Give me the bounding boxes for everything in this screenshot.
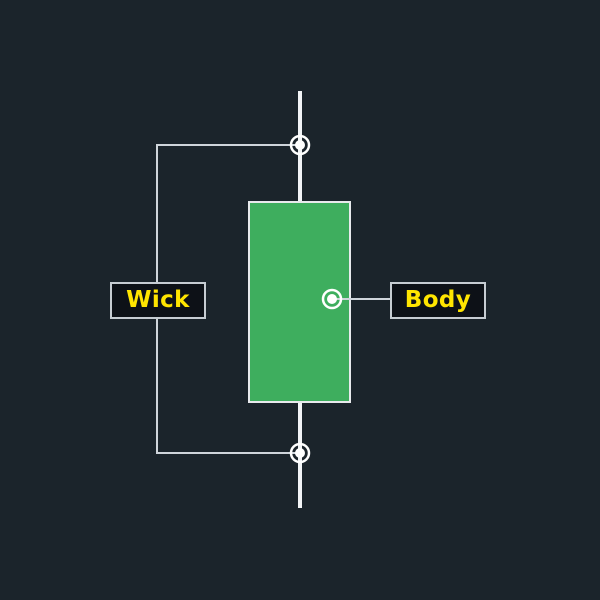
wick-callout-label: Wick <box>110 282 206 319</box>
body-label-text: Body <box>404 287 472 313</box>
body-callout-label: Body <box>390 282 486 319</box>
body-marker <box>321 288 343 310</box>
wick-label-text: Wick <box>126 287 190 313</box>
lower-wick-marker <box>289 442 311 464</box>
upper-wick-marker <box>289 134 311 156</box>
